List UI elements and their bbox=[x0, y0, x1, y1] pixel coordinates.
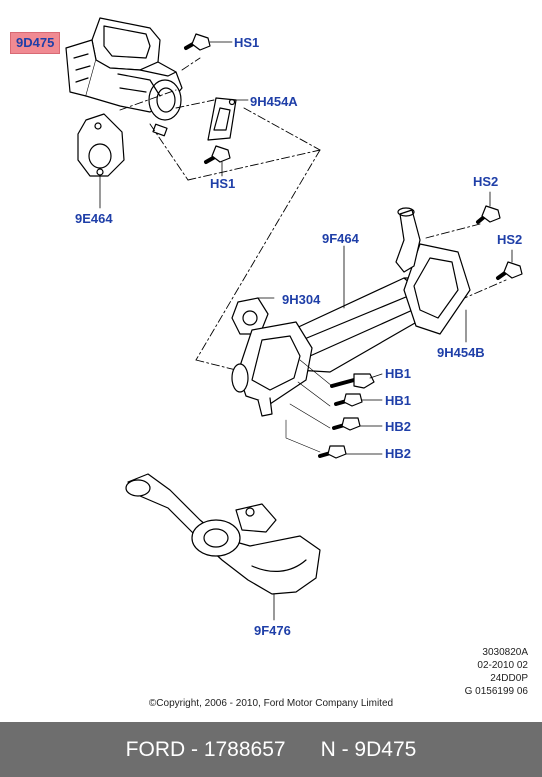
callout-hb2-b[interactable]: HB2 bbox=[385, 446, 412, 461]
gasket-9h454a-drawing bbox=[207, 97, 249, 141]
callout-9h454a[interactable]: 9H454A bbox=[250, 94, 298, 109]
reference-line-4: G 0156199 06 bbox=[464, 686, 528, 697]
callout-hs2-top[interactable]: HS2 bbox=[473, 174, 499, 189]
reference-line-3: 24DD0P bbox=[490, 673, 528, 684]
part-number-footer: FORD - 1788657 N - 9D475 bbox=[0, 722, 542, 777]
egr-tube-drawing bbox=[125, 473, 321, 621]
callout-hb2-a[interactable]: HB2 bbox=[385, 419, 412, 434]
callout-hb1-a[interactable]: HB1 bbox=[385, 366, 412, 381]
gasket-9e464-drawing bbox=[77, 113, 125, 209]
outlet-housing-drawing bbox=[231, 321, 313, 417]
exploded-parts-diagram bbox=[65, 17, 523, 621]
callout-hs1-top[interactable]: HS1 bbox=[234, 35, 260, 50]
egr-cooler-drawing bbox=[291, 207, 471, 373]
callout-9h454b[interactable]: 9H454B bbox=[437, 345, 485, 360]
callout-9f464[interactable]: 9F464 bbox=[322, 231, 359, 246]
callout-9d475[interactable]: 9D475 bbox=[10, 32, 61, 54]
footer-part-label: FORD - 1788657 N - 9D475 bbox=[125, 737, 417, 761]
callout-hs1-lower[interactable]: HS1 bbox=[210, 176, 236, 191]
copyright-notice: ©Copyright, 2006 - 2010, Ford Motor Comp… bbox=[148, 698, 394, 709]
callout-9e464[interactable]: 9E464 bbox=[75, 211, 113, 226]
callout-9h304[interactable]: 9H304 bbox=[282, 292, 321, 307]
hs2-bolts-drawing bbox=[476, 191, 523, 280]
drawing-reference-block: 3030820A 02-2010 02 24DD0P G 0156199 06 bbox=[465, 646, 528, 698]
egr-valve-drawing bbox=[65, 17, 183, 137]
reference-line-2: 02-2010 02 bbox=[477, 660, 528, 671]
callout-9f476[interactable]: 9F476 bbox=[254, 623, 291, 638]
hs1-bolt-lower-drawing bbox=[204, 145, 231, 177]
hb-bolts-drawing bbox=[285, 359, 383, 459]
hs1-bolt-top-drawing bbox=[184, 33, 233, 51]
reference-line-1: 3030820A bbox=[482, 647, 528, 658]
callout-hb1-b[interactable]: HB1 bbox=[385, 393, 412, 408]
callout-hs2-right[interactable]: HS2 bbox=[497, 232, 523, 247]
